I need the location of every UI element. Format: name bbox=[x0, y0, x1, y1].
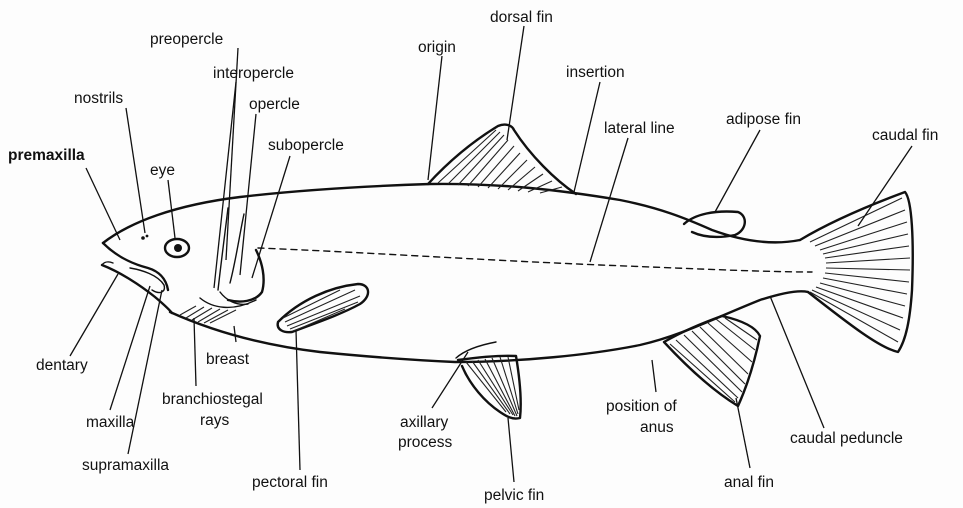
label-lateral-line: lateral line bbox=[604, 120, 675, 137]
leader-subopercle bbox=[252, 156, 290, 278]
leader-insertion bbox=[574, 82, 600, 192]
label-maxilla: maxilla bbox=[86, 414, 135, 431]
label-insertion: insertion bbox=[566, 64, 625, 81]
leader-anal-fin bbox=[736, 398, 750, 468]
label-axillary-process-line2: process bbox=[398, 434, 453, 451]
label-breast: breast bbox=[206, 351, 250, 368]
leader-maxilla bbox=[110, 286, 150, 410]
label-dentary: dentary bbox=[36, 357, 88, 374]
leader-caudal-fin bbox=[858, 146, 912, 226]
anal-fin-shape bbox=[664, 316, 760, 406]
leader-interopercle bbox=[214, 82, 236, 288]
pectoral-fin-shape bbox=[278, 284, 368, 332]
leader-lines bbox=[70, 26, 912, 482]
leader-dentary bbox=[70, 274, 118, 356]
label-pelvic-fin: pelvic fin bbox=[484, 487, 544, 504]
leader-pectoral-fin bbox=[296, 330, 300, 470]
label-supramaxilla: supramaxilla bbox=[82, 457, 169, 474]
label-interopercle: interopercle bbox=[213, 65, 294, 82]
caudal-fin-shape bbox=[800, 192, 913, 352]
leader-caudal-peduncle bbox=[770, 296, 824, 428]
label-pectoral-fin: pectoral fin bbox=[252, 474, 328, 491]
label-position-of-anus-line2: anus bbox=[640, 419, 674, 436]
label-adipose-fin: adipose fin bbox=[726, 111, 801, 128]
leader-pelvic-fin bbox=[508, 418, 514, 482]
leader-nostrils bbox=[126, 108, 145, 233]
label-branchiostegal-line2: rays bbox=[200, 412, 230, 429]
label-nostrils: nostrils bbox=[74, 90, 123, 107]
leader-dorsal-fin bbox=[507, 26, 524, 140]
label-preopercle: preopercle bbox=[150, 31, 223, 48]
label-branchiostegal-line1: branchiostegal bbox=[162, 391, 263, 408]
label-anal-fin: anal fin bbox=[724, 474, 774, 491]
leader-breast bbox=[234, 326, 236, 342]
leader-branchiostegal-rays bbox=[194, 318, 196, 386]
label-opercle: opercle bbox=[249, 96, 300, 113]
label-eye: eye bbox=[150, 162, 175, 179]
adipose-fin-shape bbox=[684, 212, 745, 237]
label-subopercle: subopercle bbox=[268, 137, 344, 154]
labels: dorsal fin origin insertion preopercle i… bbox=[8, 9, 938, 504]
leader-adipose-fin bbox=[715, 130, 760, 212]
label-axillary-process-line1: axillary bbox=[400, 414, 448, 431]
pelvic-fin-shape bbox=[456, 342, 521, 419]
label-dorsal-fin: dorsal fin bbox=[490, 9, 553, 26]
label-position-of-anus-line1: position of bbox=[606, 398, 677, 415]
fish-body bbox=[102, 184, 812, 362]
label-premaxilla: premaxilla bbox=[8, 147, 85, 164]
leader-premaxilla bbox=[86, 168, 120, 240]
label-origin: origin bbox=[418, 39, 456, 56]
label-caudal-fin: caudal fin bbox=[872, 127, 938, 144]
leader-position-of-anus bbox=[652, 360, 656, 392]
label-caudal-peduncle: caudal peduncle bbox=[790, 430, 903, 447]
leader-origin bbox=[428, 56, 442, 180]
